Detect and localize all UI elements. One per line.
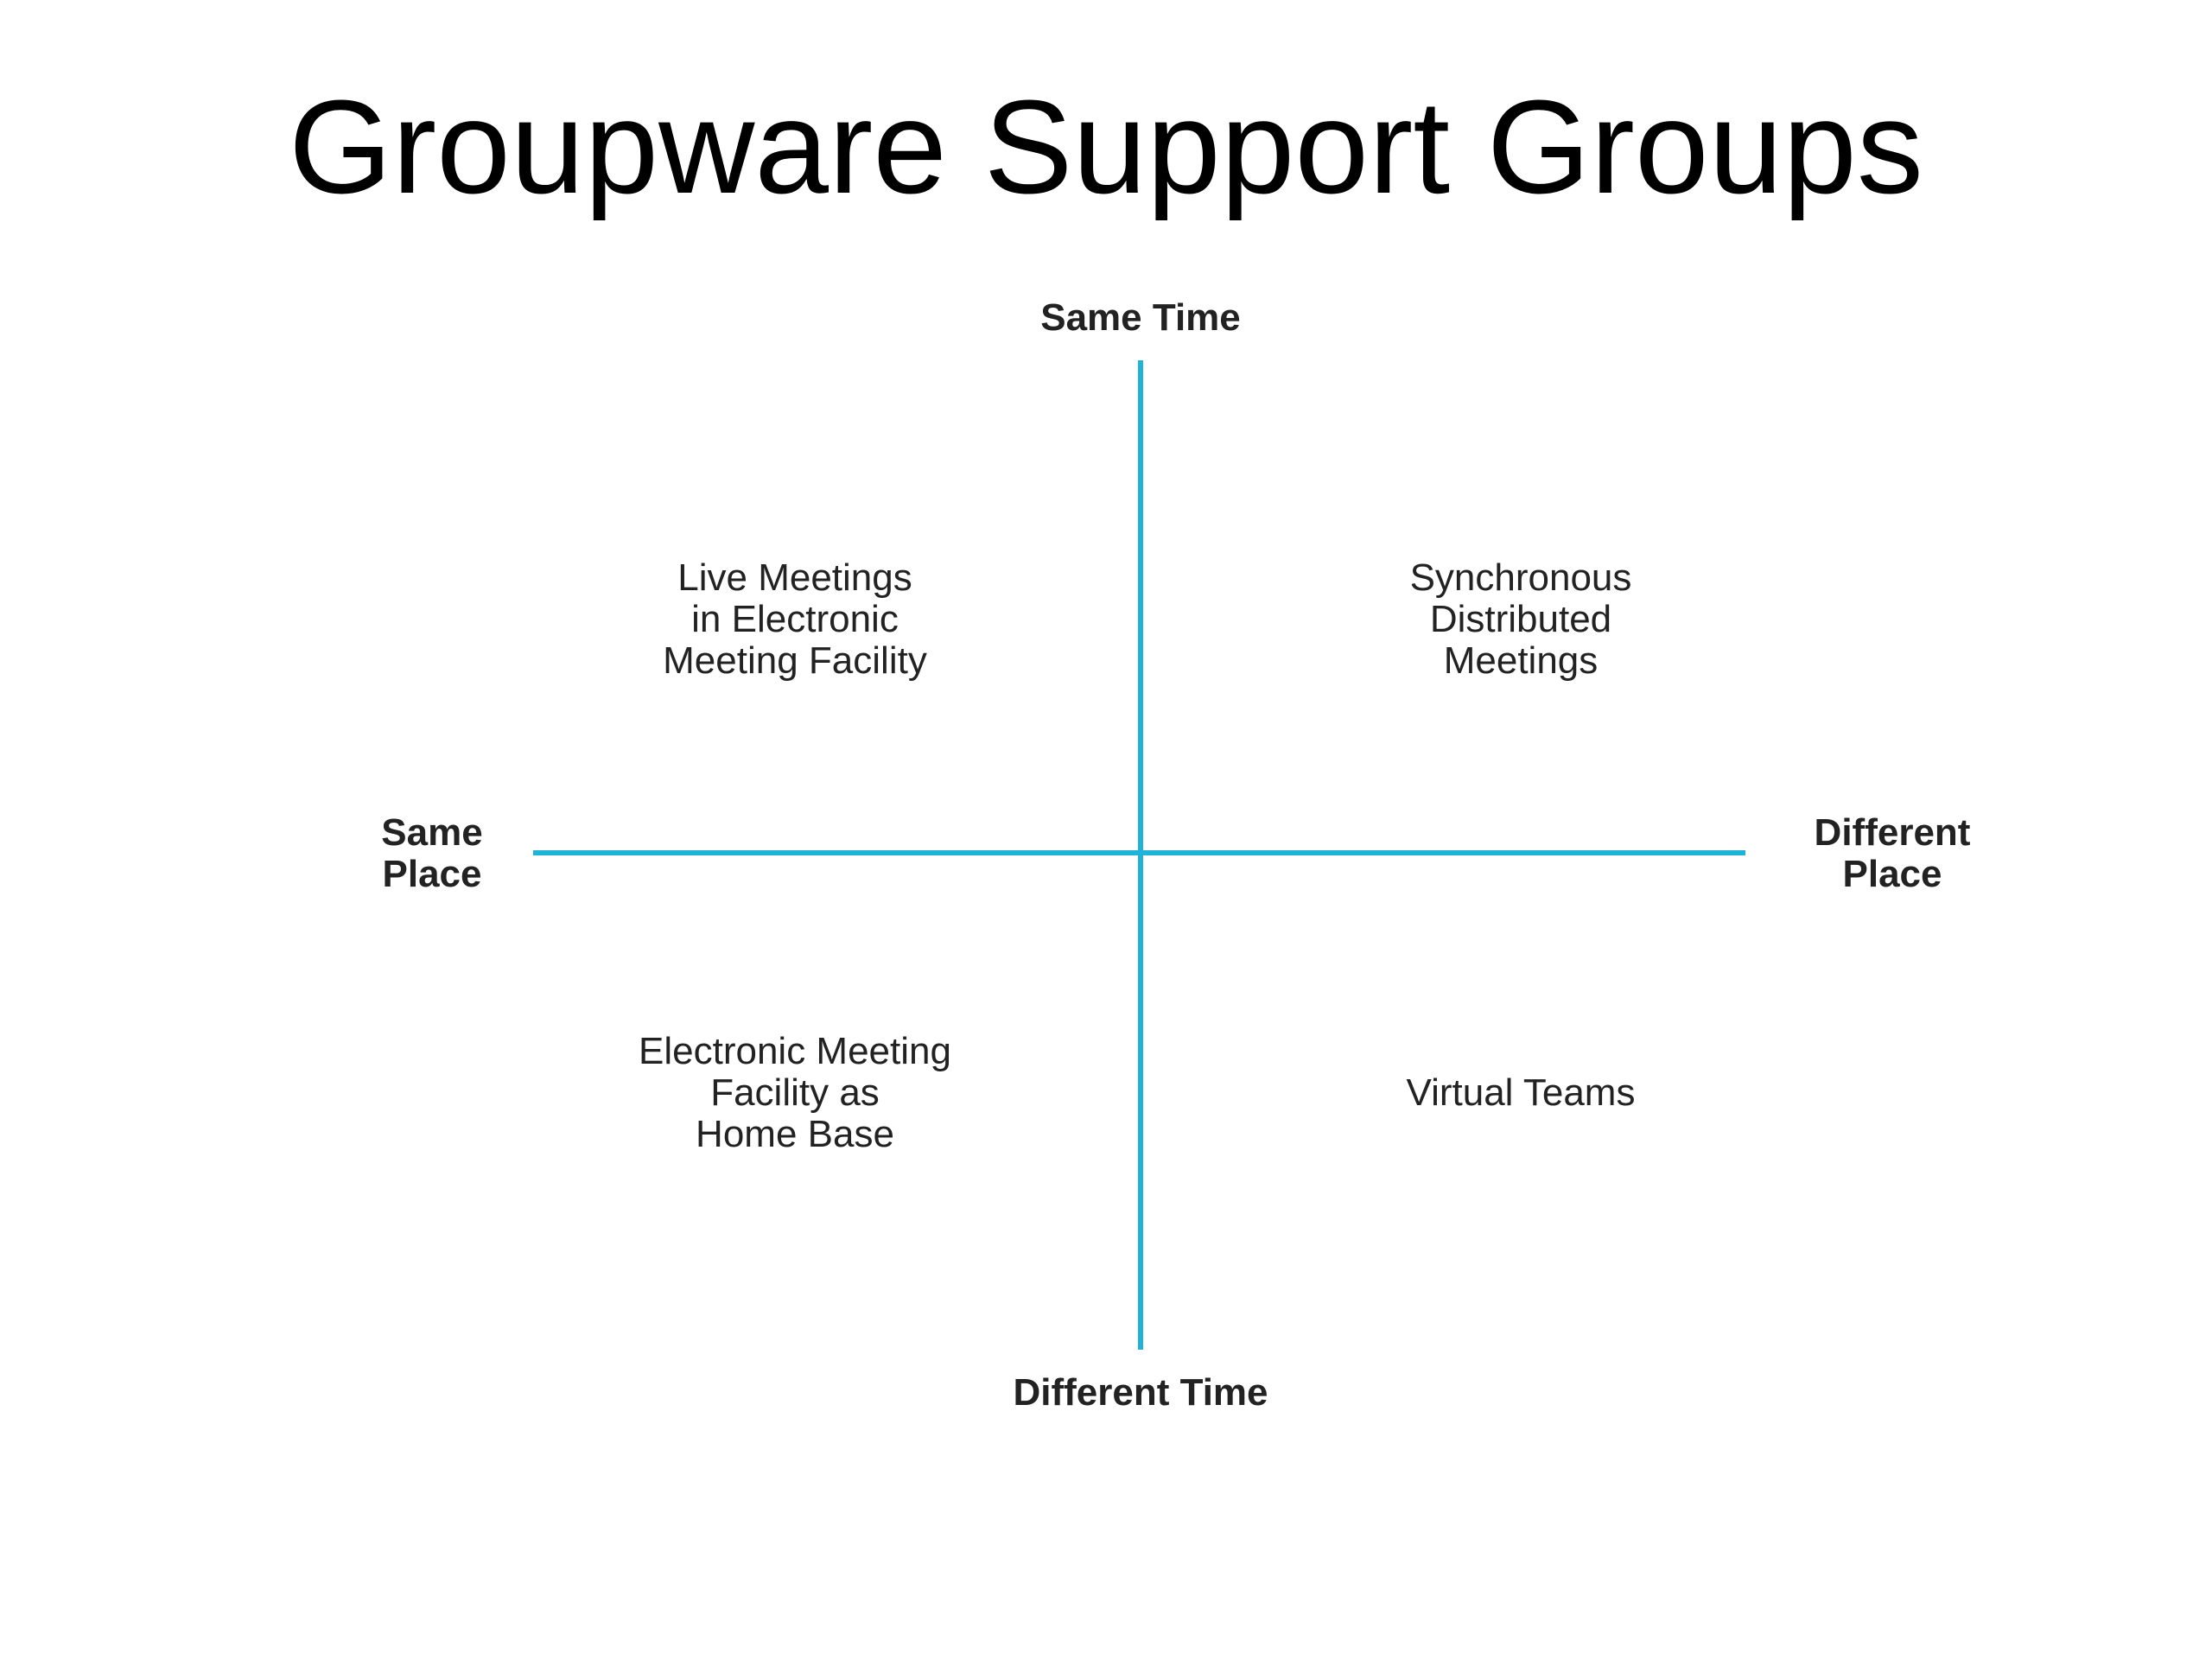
quadrant-different-time-same-place: Electronic Meeting Facility as Home Base	[639, 1030, 951, 1155]
axis-label-same-time: Same Time	[1040, 296, 1241, 339]
slide-title: Groupware Support Groups	[289, 73, 1923, 221]
quadrant-same-time-same-place: Live Meetings in Electronic Meeting Faci…	[663, 556, 927, 682]
axis-label-different-time: Different Time	[1013, 1371, 1268, 1414]
place-axis-line	[533, 850, 1745, 855]
quadrant-different-time-different-place: Virtual Teams	[1406, 1071, 1636, 1114]
axis-label-same-place: Same Place	[381, 811, 483, 895]
axis-label-different-place: Different Place	[1814, 811, 1971, 895]
quadrant-same-time-different-place: Synchronous Distributed Meetings	[1409, 556, 1632, 682]
